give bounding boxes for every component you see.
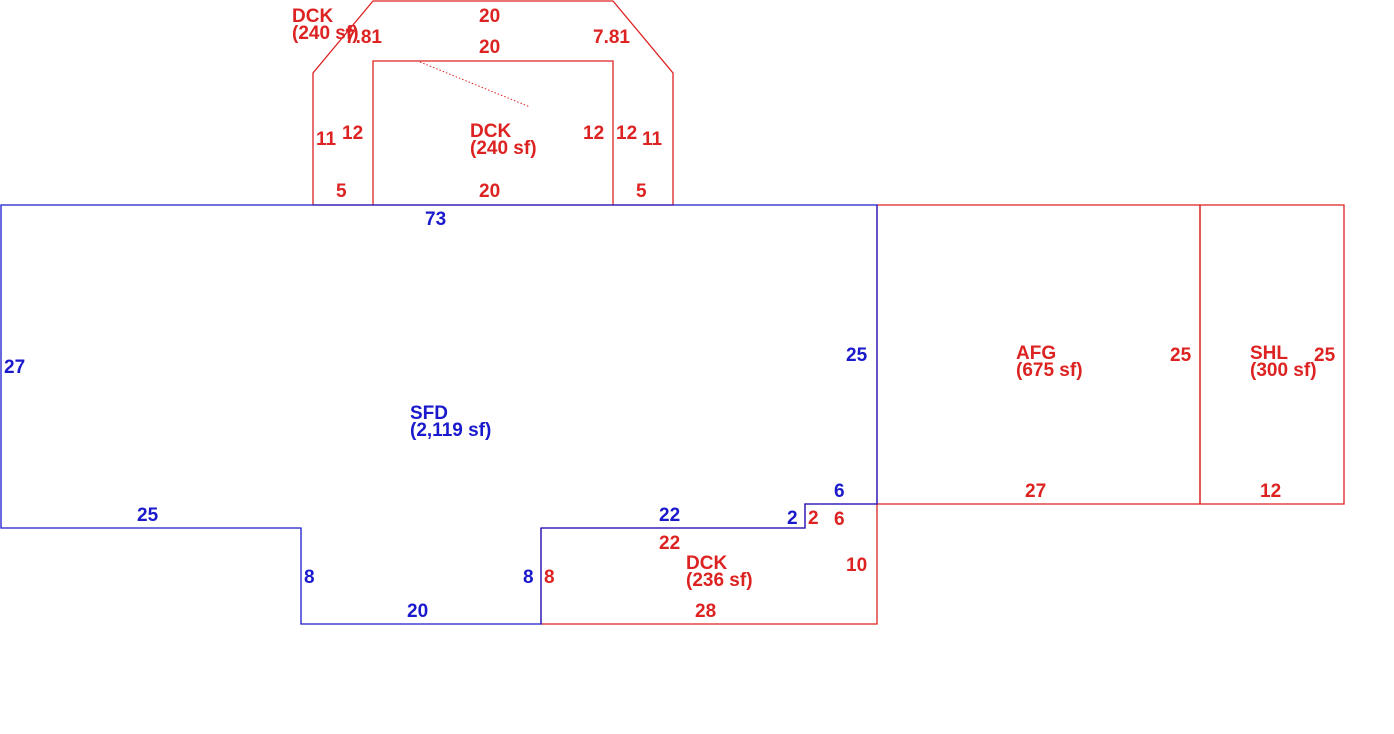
area-labels: SFD (2,119 sf) AFG (675 sf) SHL (300 sf)…	[292, 6, 1317, 591]
sfd-outline	[0, 204, 878, 625]
shl-code-label: SHL	[1250, 343, 1288, 364]
dim-dck-main-right: 12	[583, 123, 604, 144]
dim-sfd-top: 73	[425, 209, 446, 230]
dim-dck-main-bottom: 20	[479, 181, 500, 202]
dim-sfd-step-right: 8	[523, 567, 534, 588]
addition-outlines	[312, 0, 1345, 625]
sfd-code-label: SFD	[410, 403, 448, 424]
dck-outer-size-label: (240 sf)	[292, 23, 359, 44]
dim-dck-outer-diag-left: 7.81	[345, 27, 382, 48]
dim-sfd-notch-top: 22	[659, 505, 680, 526]
dim-shl-right: 25	[1314, 345, 1336, 366]
dck-outer-outline	[312, 0, 674, 205]
dim-afg-bottom: 27	[1025, 481, 1046, 502]
dim-dck-outer-right: 11	[642, 129, 663, 150]
dim-dck-outer-bottom-left: 5	[336, 181, 347, 202]
addition-dimensions: 25 27 25 12 22 2 6 8 10 28 20 7.81 7.81 …	[316, 6, 1336, 622]
afg-size-label: (675 sf)	[1016, 360, 1083, 381]
sfd-size-label: (2,119 sf)	[410, 420, 491, 441]
dim-dck-outer-left: 11	[316, 129, 337, 150]
dim-sfd-step-left: 8	[304, 567, 315, 588]
dim-afg-right: 25	[1170, 345, 1192, 366]
dck-main-code-label: DCK	[470, 121, 511, 142]
dim-dck-low-notch-top: 6	[834, 509, 845, 530]
dim-dck-low-left: 8	[544, 567, 555, 588]
dim-dck-low-right: 10	[846, 555, 867, 576]
dim-dck-low-top: 22	[659, 533, 680, 554]
afg-code-label: AFG	[1016, 343, 1056, 364]
dim-dck-low-bottom: 28	[695, 601, 716, 622]
dim-dck-main-left: 12	[342, 123, 363, 144]
dim-shl-bottom: 12	[1260, 481, 1281, 502]
dck-main-outline	[372, 60, 614, 205]
dim-dck-outer-bottom-right: 5	[636, 181, 647, 202]
dim-dck-low-notch: 2	[808, 508, 819, 529]
dim-dck-outer-diag-right: 7.81	[593, 27, 630, 48]
dim-sfd-notch-side: 2	[787, 508, 798, 529]
dck-low-code-label: DCK	[686, 553, 727, 574]
dim-sfd-notch-top-right: 6	[834, 481, 845, 502]
dim-sfd-bottom-mid: 20	[407, 601, 428, 622]
dck-outer-code-label: DCK	[292, 6, 333, 27]
dim-dck-outer-top: 20	[479, 6, 500, 27]
dck-main-size-label: (240 sf)	[470, 138, 537, 159]
shl-outline	[1199, 204, 1345, 505]
dim-sfd-bottom-left: 25	[137, 505, 159, 526]
dck-low-size-label: (236 sf)	[686, 570, 753, 591]
dim-sfd-right: 25	[846, 345, 868, 366]
dim-sfd-left: 27	[4, 357, 25, 378]
sfd-dimensions: 73 27 25 25 8 20 8 22 2 6	[4, 209, 868, 622]
dck-dotted-leader	[419, 61, 531, 108]
dim-dck-main-right-outer: 12	[616, 123, 637, 144]
shl-size-label: (300 sf)	[1250, 360, 1317, 381]
dim-dck-main-top: 20	[479, 37, 500, 58]
